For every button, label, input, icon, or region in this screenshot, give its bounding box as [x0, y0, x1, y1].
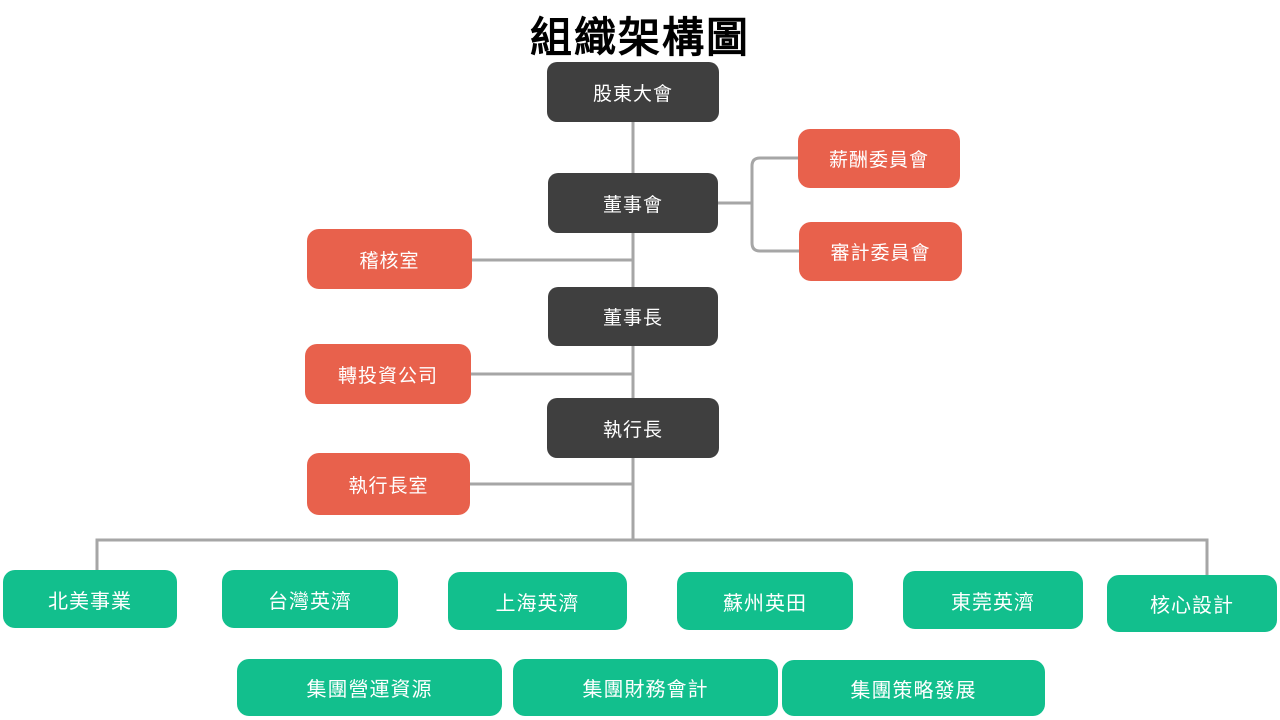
connector-to-compensation-committee	[750, 156, 798, 203]
node-chairman: 董事長	[548, 287, 718, 346]
page-title: 組織架構圖	[529, 13, 750, 62]
node-shanghai-yingji: 上海英濟	[448, 572, 627, 630]
connector-to-audit-committee	[750, 203, 799, 253]
node-ceo: 執行長	[547, 398, 719, 458]
node-suzhou-yingtian: 蘇州英田	[677, 572, 853, 630]
node-group-strategy-development: 集團策略發展	[782, 660, 1045, 716]
node-group-operations-resources: 集團營運資源	[237, 659, 502, 716]
node-audit-office: 稽核室	[307, 229, 472, 289]
node-north-america-business: 北美事業	[3, 570, 177, 628]
node-compensation-committee: 薪酬委員會	[798, 129, 960, 188]
node-ceo-office: 執行長室	[307, 453, 470, 515]
node-reinvestment-companies: 轉投資公司	[305, 344, 471, 404]
node-board-of-directors: 董事會	[548, 173, 718, 233]
node-group-financial-accounting: 集團財務會計	[513, 659, 778, 716]
node-core-design: 核心設計	[1107, 575, 1277, 632]
node-shareholders-meeting: 股東大會	[547, 62, 719, 122]
node-dongguan-yingji: 東莞英濟	[903, 571, 1083, 629]
node-audit-committee: 審計委員會	[799, 222, 962, 281]
node-taiwan-yingji: 台灣英濟	[222, 570, 398, 628]
